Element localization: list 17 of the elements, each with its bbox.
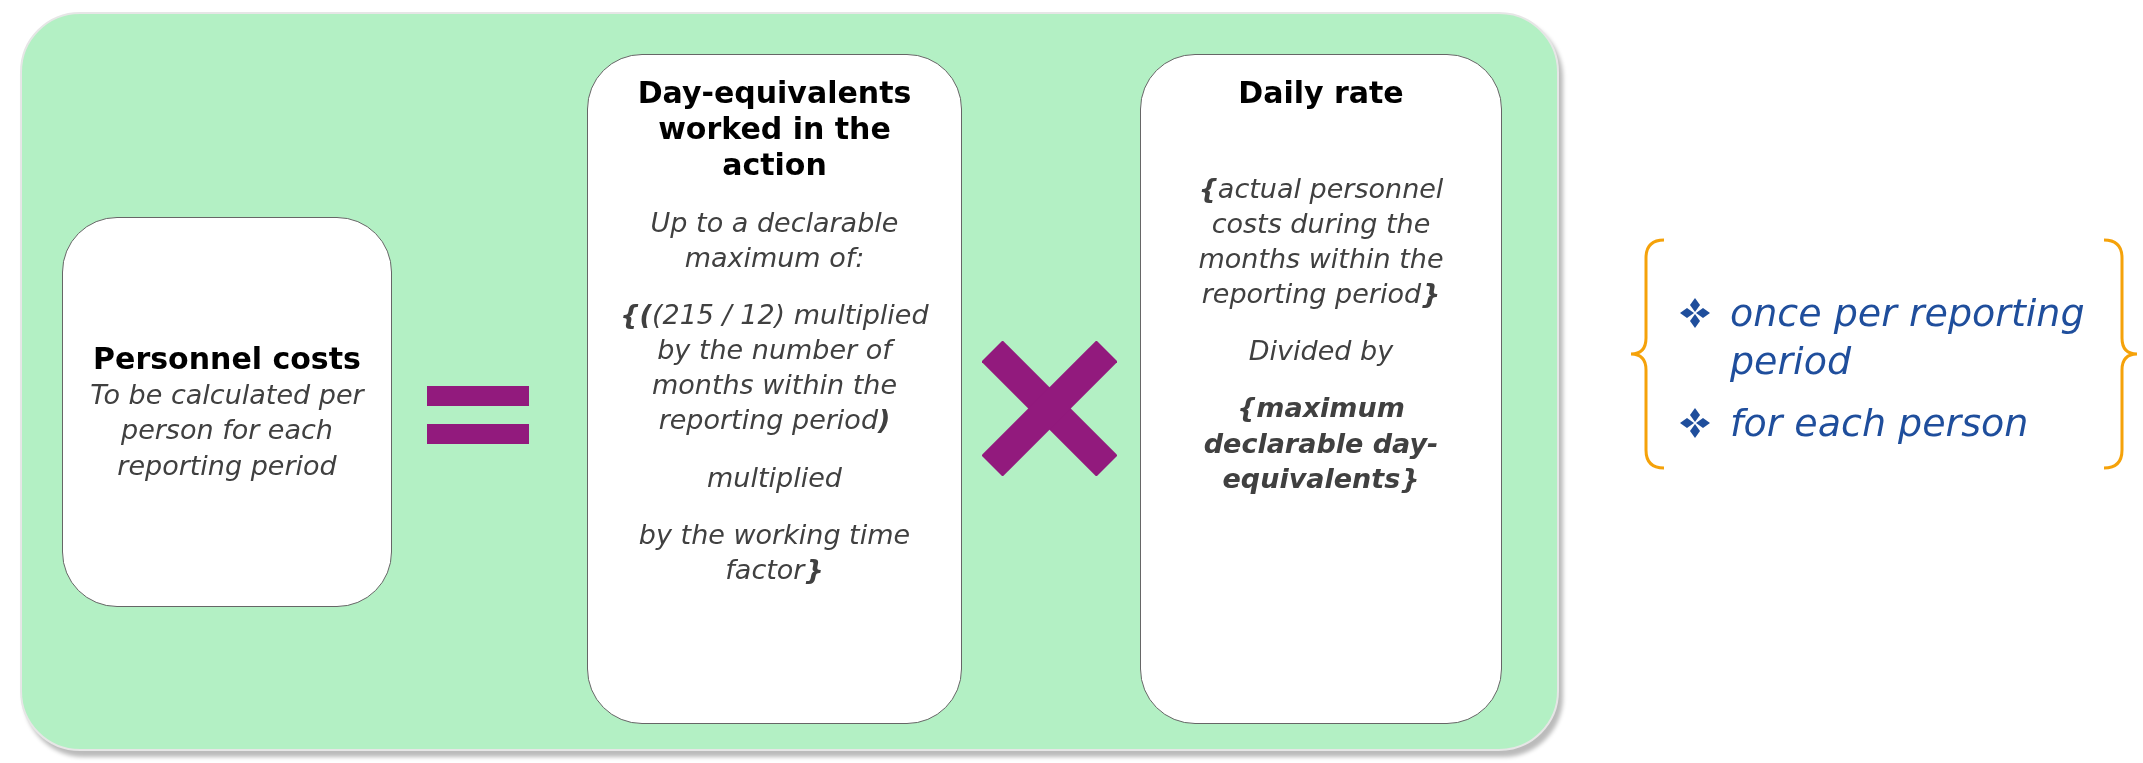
card-text: {actual personnel costs during the months within the reporting period} (1197, 172, 1445, 312)
formula-panel (20, 12, 1559, 751)
formula-card (62, 217, 392, 607)
card-text: To be calculated per person for each reporting period (89, 378, 366, 483)
card-heading: Day-equivalents worked in the action (636, 75, 913, 183)
card-heading: Personnel costs (93, 341, 361, 378)
card-text: multiplied (707, 460, 842, 495)
card-text: Up to a declarable maximum of: (649, 206, 900, 276)
bullet-text: once per reporting period (1730, 290, 2086, 385)
card-text: by the working time factor} (637, 517, 912, 587)
card-text: {maximum declarable day-equivalents} (1202, 391, 1440, 496)
bullet-text: for each person (1730, 400, 2030, 447)
formula-card (587, 54, 962, 724)
card-text: {((215 / 12) multiplied by the number of months within the reporting period) (619, 298, 930, 438)
formula-card (1140, 54, 1502, 724)
card-text: Divided by (1248, 334, 1394, 369)
card-heading: Daily rate (1238, 75, 1404, 111)
